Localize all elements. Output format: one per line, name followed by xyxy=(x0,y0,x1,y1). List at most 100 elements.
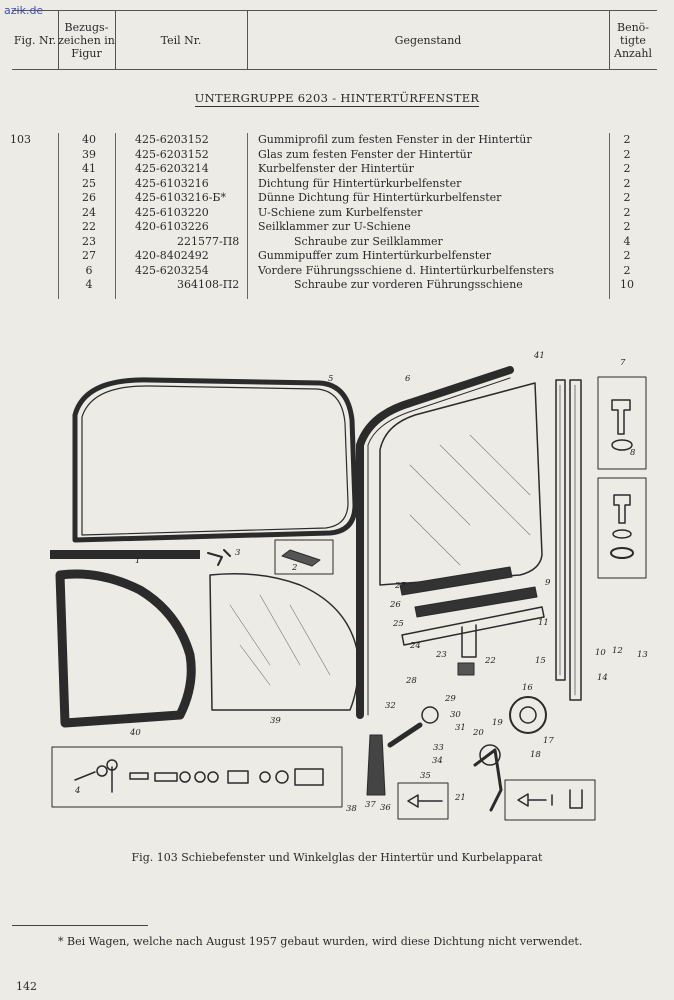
callout-label: 26 xyxy=(389,600,401,610)
footnote: * Bei Wagen, welche nach August 1957 geb… xyxy=(58,935,583,948)
cell-ref: 25 xyxy=(82,176,96,190)
callout-label: 34 xyxy=(432,756,443,766)
part-1-strip xyxy=(50,550,200,559)
cell-qty: 4 xyxy=(623,234,631,248)
cell-qty: 2 xyxy=(623,249,631,262)
section-title: UNTERGRUPPE 6203 - HINTERTÜRFENSTER xyxy=(194,91,480,107)
callout-label: 20 xyxy=(472,728,484,738)
table-row: 22 420-6103226 Seilklammer zur U-Schiene 2 xyxy=(12,220,657,235)
cell-desc: Gummiprofil zum festen Fenster in der Hi… xyxy=(258,133,532,146)
callout-label: 38 xyxy=(346,804,357,814)
callout-label: 25 xyxy=(392,619,404,629)
cell-ref: 23 xyxy=(82,234,96,248)
part-5-seal xyxy=(72,377,358,543)
cell-desc: Schraube zur vorderen Führungsschiene xyxy=(294,278,523,291)
cell-part: 425-6103216-Б* xyxy=(135,191,227,204)
cell-qty: 10 xyxy=(620,278,634,291)
callout-label: 21 xyxy=(454,793,466,803)
table-row: 6 425-6203254 Vordere Führungsschiene d. H… xyxy=(12,264,657,279)
callout-label: 30 xyxy=(450,710,461,720)
figure-caption: Fig. 103 Schiebefenster und Winkelglas d… xyxy=(131,851,543,864)
table-row: 25 425-6103216 Dichtung für Hintertürkurbe… xyxy=(12,177,657,192)
cell-ref: 26 xyxy=(82,191,96,204)
callout-label: 24 xyxy=(409,641,421,651)
callout-label: 19 xyxy=(492,718,503,728)
cell-qty: 2 xyxy=(623,176,631,190)
callout-label: 22 xyxy=(484,656,496,666)
cell-qty: 2 xyxy=(623,191,631,204)
callout-label: 32 xyxy=(385,701,396,711)
header-bezugszeichen: Bezugs-zeichen in Figur xyxy=(58,20,115,60)
callout-label: 13 xyxy=(637,650,648,660)
cell-desc: Gummipuffer zum Hintertürkurbelfenster xyxy=(258,249,491,262)
part-6-rail xyxy=(356,366,514,719)
cell-part: 425-6203214 xyxy=(135,162,209,175)
callout-label: 31 xyxy=(455,723,466,733)
page-number: 142 xyxy=(16,980,37,993)
part-41-window xyxy=(379,382,543,586)
callout-label: 29 xyxy=(444,694,456,704)
cell-desc: Dichtung für Hintertürkurbelfenster xyxy=(258,176,462,190)
callout-label: 1 xyxy=(135,556,140,566)
callout-label: 28 xyxy=(405,676,417,686)
header-fig-nr: Fig. Nr. xyxy=(13,33,57,47)
callout-label: 23 xyxy=(435,650,447,660)
cell-desc: Vordere Führungsschiene d. Hintertürkurb… xyxy=(258,263,554,277)
callout-label: 41 xyxy=(533,351,545,361)
callout-label: 3 xyxy=(235,548,240,558)
cell-qty: 2 xyxy=(623,162,631,175)
cell-part: 425-6103216 xyxy=(135,176,209,190)
callout-label: 12 xyxy=(612,646,623,656)
cell-qty: 2 xyxy=(623,220,631,233)
header-teil-nr: Teil Nr. xyxy=(160,33,202,47)
cell-ref: 22 xyxy=(82,220,96,233)
cell-ref: 39 xyxy=(82,147,96,161)
footnote-rule xyxy=(12,925,148,926)
part-40-seal xyxy=(55,569,196,728)
cell-desc: Glas zum festen Fenster der Hintertür xyxy=(258,147,472,161)
callout-label: 15 xyxy=(535,656,546,666)
callout-label: 4 xyxy=(74,786,80,796)
cell-qty: 2 xyxy=(623,205,631,219)
callout-label: 35 xyxy=(420,771,431,781)
callout-label: 17 xyxy=(543,736,554,746)
cell-desc: Kurbelfenster der Hintertür xyxy=(258,162,414,175)
callout-label: 40 xyxy=(129,728,141,738)
cell-part: 425-6203254 xyxy=(135,263,209,277)
cell-part: 221577-П8 xyxy=(177,234,240,248)
cell-desc: Dünne Dichtung für Hintertürkurbelfenste… xyxy=(258,191,502,204)
callout-label: 11 xyxy=(538,618,549,628)
cell-ref: 27 xyxy=(82,249,96,262)
cell-part: 420-6103226 xyxy=(135,220,209,233)
cell-ref: 6 xyxy=(85,263,93,277)
cell-ref: 41 xyxy=(82,162,96,175)
table-header: Fig. Nr. Bezugs-zeichen in Figur Teil Nr… xyxy=(12,10,657,70)
table-row: 26 425-6103216-Б* Dünne Dichtung für Hinte… xyxy=(12,191,657,206)
callout-label: 2 xyxy=(291,563,297,573)
cell-qty: 2 xyxy=(623,133,631,146)
cell-ref: 4 xyxy=(85,278,93,291)
table-row: 41 425-6203214 Kurbelfenster der Hintertür… xyxy=(12,162,657,177)
cell-desc: Seilklammer zur U-Schiene xyxy=(258,220,411,233)
callout-label: 18 xyxy=(530,750,541,760)
callout-label: 27 xyxy=(394,581,406,591)
cell-ref: 24 xyxy=(82,205,96,219)
callout-label: 9 xyxy=(545,578,551,588)
cell-part: 425-6103220 xyxy=(135,205,209,219)
callout-label: 39 xyxy=(270,716,281,726)
cell-qty: 2 xyxy=(623,147,631,161)
cell-part: 425-6203152 xyxy=(135,133,209,146)
callout-label: 6 xyxy=(405,374,411,384)
callout-label: 8 xyxy=(630,448,636,458)
callout-label: 10 xyxy=(595,648,606,658)
callout-label: 33 xyxy=(433,743,444,753)
header-gegenstand: Gegenstand xyxy=(394,33,462,47)
